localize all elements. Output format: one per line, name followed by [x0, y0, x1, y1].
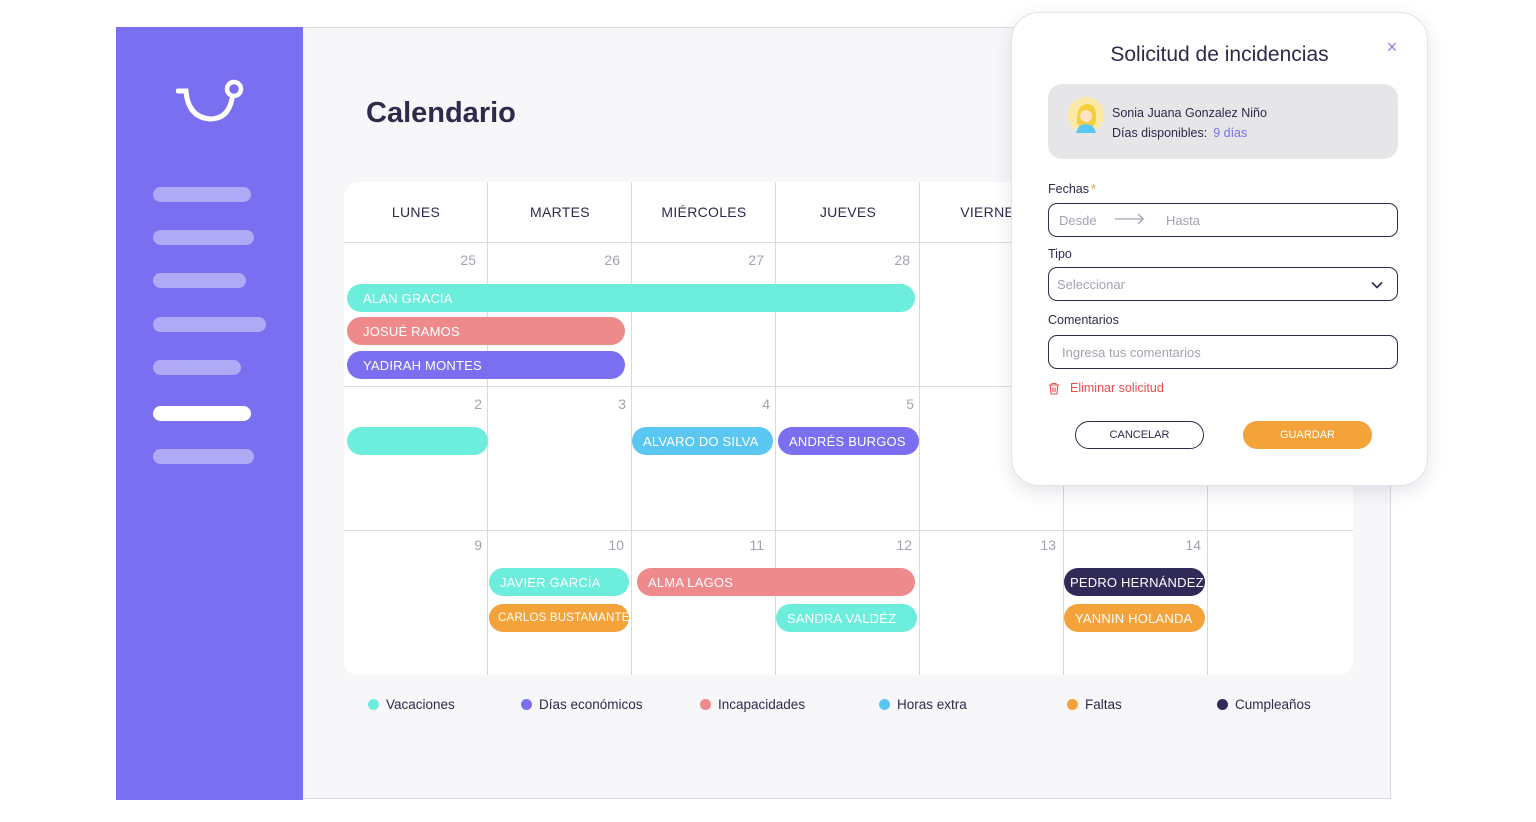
grid-line — [919, 182, 920, 675]
chevron-down-icon — [1371, 281, 1383, 289]
legend-label: Cumpleaños — [1235, 697, 1311, 712]
page-title: Calendario — [366, 97, 516, 129]
dates-label: Fechas* — [1048, 182, 1096, 196]
legend-dot — [1217, 699, 1228, 710]
event-horas-extra[interactable]: ALVARO DO SILVA — [632, 427, 773, 455]
required-mark: * — [1091, 182, 1096, 196]
date-number: 11 — [749, 537, 764, 553]
sidebar-item-5[interactable] — [153, 360, 241, 375]
sidebar-item-2[interactable] — [153, 230, 254, 245]
event-dias-economicos[interactable]: YADIRAH MONTES — [347, 351, 625, 379]
sidebar-item-7[interactable] — [153, 449, 254, 464]
event-incapacidades[interactable]: ALMA LAGOS — [637, 568, 915, 596]
date-number: 27 — [748, 252, 764, 268]
available-days: Días disponibles: 9 días — [1112, 126, 1247, 140]
legend-label: Incapacidades — [718, 697, 806, 712]
available-days-value: 9 días — [1213, 126, 1248, 140]
weekday-header: LUNES — [391, 204, 441, 220]
date-number: 26 — [604, 252, 620, 268]
event-vacaciones[interactable]: ALAN GRACIA — [347, 284, 915, 312]
trash-icon — [1049, 382, 1059, 395]
grid-line — [631, 182, 632, 675]
modal-title: Solicitud de incidencias — [1110, 43, 1329, 66]
date-number: 4 — [762, 396, 770, 412]
event-incapacidades[interactable]: JOSUÉ RAMOS — [347, 317, 625, 345]
event-vacaciones[interactable] — [347, 427, 488, 455]
employee-name: Sonia Juana Gonzalez Niño — [1112, 106, 1267, 120]
sidebar-item-4[interactable] — [153, 317, 266, 332]
date-number: 5 — [906, 396, 914, 412]
comments-placeholder: Ingresa tus comentarios — [1062, 345, 1201, 360]
date-number: 9 — [474, 537, 482, 553]
date-number: 14 — [1185, 537, 1201, 553]
employee-card: Sonia Juana Gonzalez Niño Días disponibl… — [1048, 84, 1398, 159]
weekday-header: MARTES — [530, 204, 590, 220]
grid-line — [344, 530, 1353, 531]
legend-dot — [1067, 699, 1078, 710]
event-cumpleanos[interactable]: PEDRO HERNÁNDEZ — [1064, 568, 1205, 596]
sidebar-item-3[interactable] — [153, 273, 246, 288]
weekday-header: JUEVES — [819, 204, 877, 220]
type-label: Tipo — [1048, 247, 1072, 261]
legend-item: Incapacidades — [700, 697, 805, 712]
date-to-placeholder: Hasta — [1166, 213, 1200, 228]
weekday-header: MIÉRCOLES — [661, 204, 747, 220]
legend-item: Vacaciones — [368, 697, 455, 712]
incident-request-modal: Solicitud de incidencias × Sonia Juana G… — [1011, 12, 1428, 486]
event-faltas[interactable]: CARLOS BUSTAMANTE — [489, 604, 629, 632]
date-number: 25 — [460, 252, 476, 268]
date-number: 2 — [474, 396, 482, 412]
date-number: 12 — [896, 537, 912, 553]
legend-label: Días económicos — [539, 697, 643, 712]
dates-label-text: Fechas — [1048, 182, 1089, 196]
legend-dot — [368, 699, 379, 710]
legend-item: Cumpleaños — [1217, 697, 1311, 712]
arrow-right-icon — [1115, 213, 1144, 225]
date-number: 10 — [608, 537, 624, 553]
sidebar-item-1[interactable] — [153, 187, 251, 202]
grid-line — [344, 242, 1353, 243]
date-number: 13 — [1040, 537, 1056, 553]
legend-label: Vacaciones — [386, 697, 455, 712]
date-number: 28 — [894, 252, 910, 268]
legend-label: Faltas — [1085, 697, 1122, 712]
delete-request-link[interactable]: Eliminar solicitud — [1048, 381, 1164, 395]
cancel-button[interactable]: CANCELAR — [1075, 421, 1204, 449]
date-number: 3 — [618, 396, 626, 412]
event-faltas[interactable]: YANNIN HOLANDA — [1064, 604, 1205, 632]
app-logo-icon — [176, 79, 244, 122]
date-from-placeholder: Desde — [1059, 213, 1097, 228]
sidebar-item-active[interactable] — [153, 406, 251, 421]
grid-line — [775, 182, 776, 675]
legend-item: Horas extra — [879, 697, 967, 712]
event-vacaciones[interactable]: SANDRA VALDÉZ — [776, 604, 917, 632]
legend-label: Horas extra — [897, 697, 967, 712]
grid-line — [344, 386, 1353, 387]
event-vacaciones[interactable]: JAVIER GARCÍA — [489, 568, 629, 596]
legend-item: Días económicos — [521, 697, 643, 712]
weekday-header: VIERNES — [960, 204, 1024, 220]
legend-dot — [879, 699, 890, 710]
grid-line — [487, 182, 488, 675]
close-icon[interactable]: × — [1386, 37, 1398, 57]
type-placeholder: Seleccionar — [1057, 277, 1125, 292]
legend-dot — [700, 699, 711, 710]
available-days-label: Días disponibles: — [1112, 126, 1208, 140]
event-dias-economicos[interactable]: ANDRÉS BURGOS — [778, 427, 919, 455]
avatar — [1068, 97, 1104, 133]
save-button[interactable]: GUARDAR — [1243, 421, 1372, 449]
comments-label: Comentarios — [1048, 313, 1119, 327]
legend-dot — [521, 699, 532, 710]
sidebar — [116, 27, 303, 800]
type-select[interactable]: Seleccionar — [1048, 267, 1398, 301]
date-range-input[interactable]: Desde Hasta — [1048, 203, 1398, 237]
legend-item: Faltas — [1067, 697, 1122, 712]
delete-request-label: Eliminar solicitud — [1070, 381, 1164, 395]
comments-input[interactable]: Ingresa tus comentarios — [1048, 335, 1398, 369]
